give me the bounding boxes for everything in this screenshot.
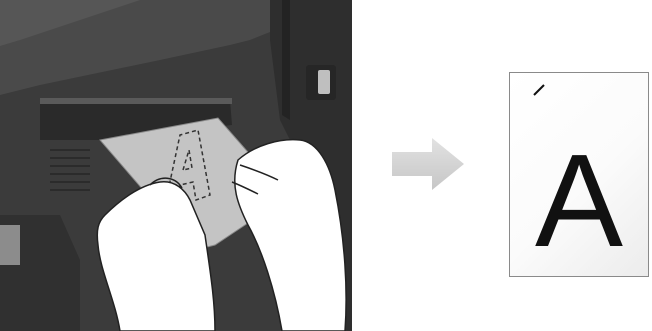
output-page: A xyxy=(509,72,649,277)
printer-top-highlight xyxy=(0,0,140,46)
right-hand xyxy=(234,138,347,331)
stroke-mark-icon xyxy=(533,84,545,96)
printer-latch-button xyxy=(318,70,330,94)
dashed-letter-outline xyxy=(164,129,211,206)
left-thumb xyxy=(149,177,183,189)
vent-grille xyxy=(50,149,90,191)
printer-top-cover xyxy=(0,0,300,95)
arrow-right-icon xyxy=(392,138,464,190)
left-hand xyxy=(96,181,216,331)
feed-slot-edge xyxy=(40,98,232,104)
printer-feed-illustration xyxy=(0,0,352,331)
right-finger-line xyxy=(231,181,259,195)
tray-handle xyxy=(0,225,20,265)
output-letter: A xyxy=(534,127,624,274)
printer-panel-seam xyxy=(282,0,290,120)
right-thumb xyxy=(239,164,279,181)
